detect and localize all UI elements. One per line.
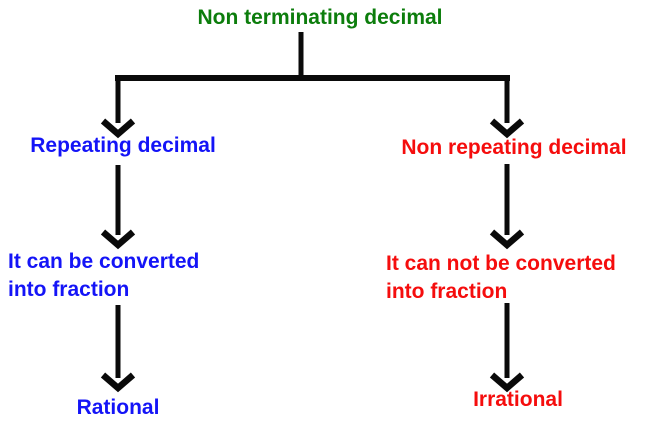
irrational-result-label: Irrational [473,388,563,411]
right-detail-line2: into fraction [386,280,508,303]
repeating-decimal-label: Repeating decimal [30,134,216,157]
arrow-nonrepeating-to-detail [489,164,525,250]
right-detail-line1: It can not be converted [386,252,616,275]
rational-result-label: Rational [76,396,160,419]
arrow-root-to-repeating [100,76,136,139]
left-detail-line2: into fraction [8,278,130,301]
non-repeating-decimal-label: Non repeating decimal [401,136,627,159]
left-detail-text: It can be converted into fraction [8,248,258,304]
arrow-root-to-nonrepeating [489,76,525,139]
branch-connector [115,32,510,81]
right-detail-text: It can not be converted into fraction [386,250,652,306]
arrow-repeating-to-detail [100,165,136,250]
arrow-detail-to-irrational [489,303,525,393]
left-detail-line1: It can be converted [8,250,200,273]
arrow-detail-to-rational [100,305,136,393]
root-node-label: Non terminating decimal [197,6,443,29]
